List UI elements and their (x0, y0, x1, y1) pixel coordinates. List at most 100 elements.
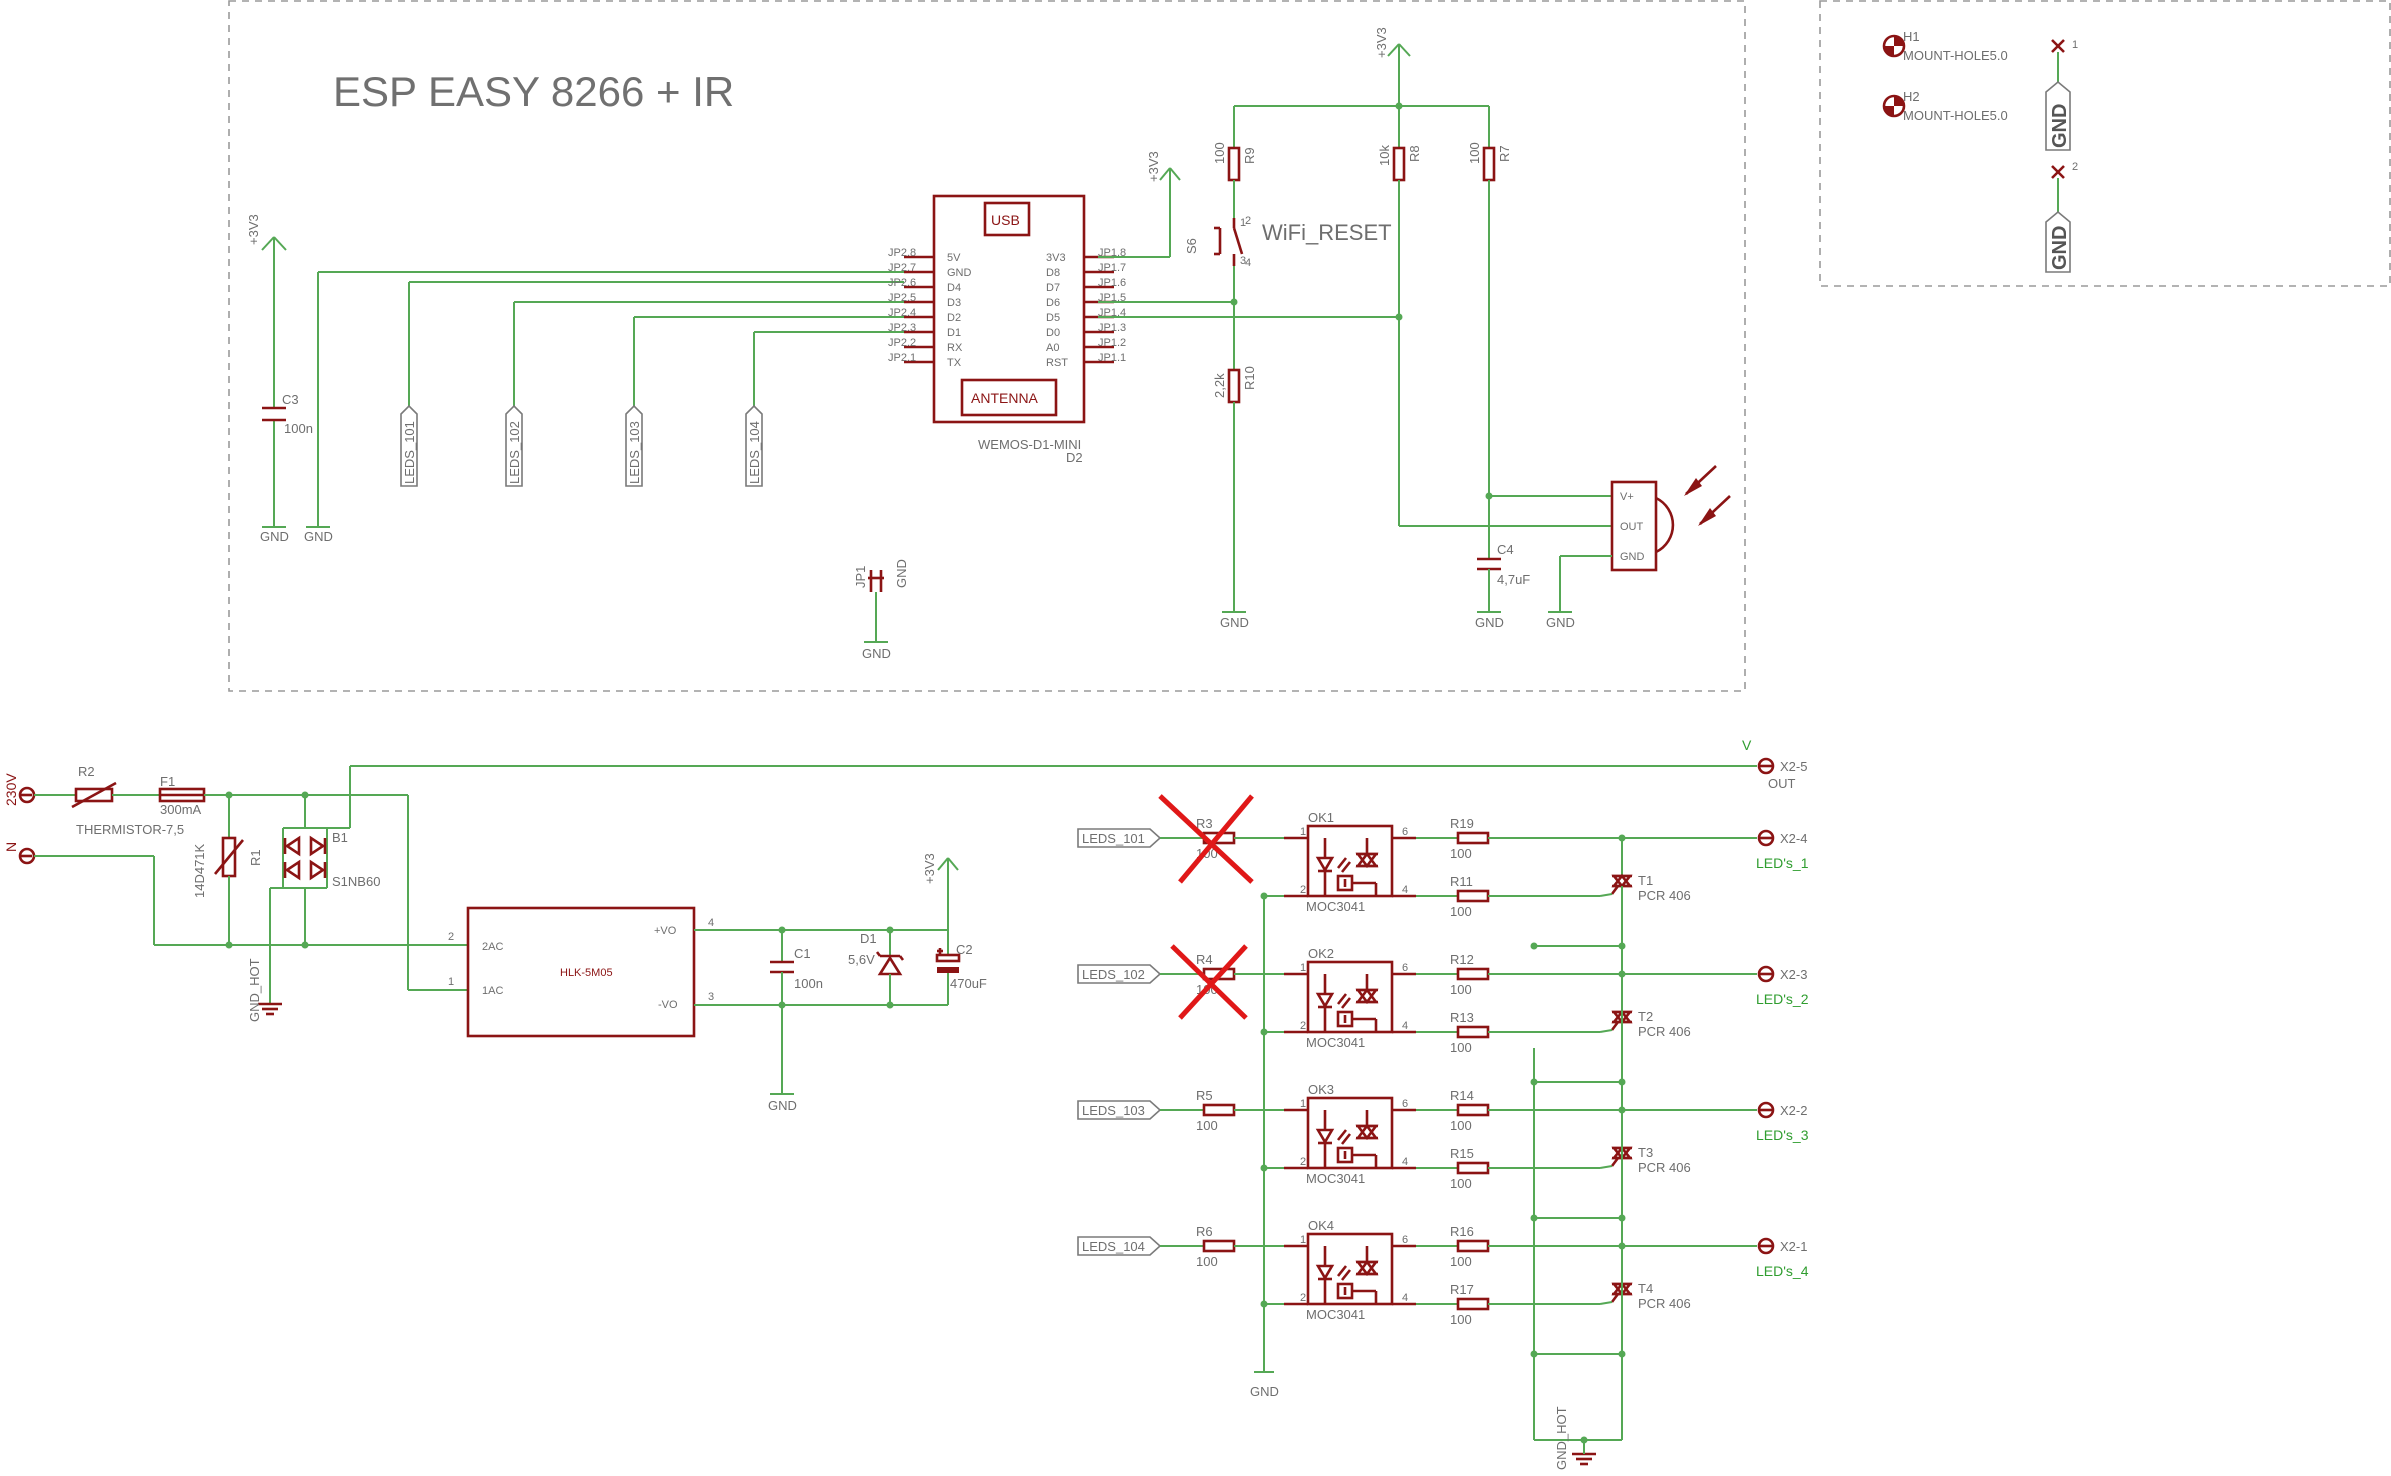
output-terminal[interactable] (1757, 829, 1775, 847)
pin-number: 1 (1300, 1098, 1306, 1110)
optocoupler-name: OK3 (1308, 1082, 1334, 1097)
input-resistor-value: 100 (1196, 1254, 1218, 1269)
x2-5-terminal[interactable]: X2-5 OUT (1757, 757, 1807, 791)
r1-varistor: R1 14D471K (192, 836, 263, 898)
svg-text:GND_HOT: GND_HOT (1554, 1406, 1569, 1470)
resistor-value: 100 (1450, 1312, 1472, 1327)
c4-capacitor: C4 4,7uF (1477, 542, 1530, 587)
svg-text:OUT: OUT (1620, 521, 1644, 533)
gate-resistor-bottom (1456, 889, 1490, 903)
svg-text:HLK-5M05: HLK-5M05 (560, 967, 613, 979)
svg-text:GND: GND (2049, 104, 2071, 148)
net-label-text: LEDS_104 (1082, 1239, 1145, 1254)
supply-3v3-wemos: +3V3 (1146, 151, 1181, 244)
pin-number: 4 (1402, 1156, 1408, 1168)
wemos-left-pin-id: JP2.2 (888, 337, 916, 349)
triac-name: T4 (1638, 1281, 1653, 1296)
svg-text:WiFi_RESET: WiFi_RESET (1262, 220, 1392, 245)
wemos-left-pin-id: JP2.6 (888, 277, 916, 289)
svg-text:R2: R2 (78, 764, 95, 779)
h2-mount-hole: H2 MOUNT-HOLE5.0 (1882, 89, 2008, 123)
optocoupler-type: MOC3041 (1306, 899, 1365, 914)
opto-channels: LEDS_101R3100OK1MOC30411264R19100R11100T… (1077, 794, 1809, 1358)
svg-text:JP1: JP1 (853, 566, 868, 588)
r9-resistor: 100 R9 (1212, 142, 1257, 182)
input-n-terminal[interactable]: N (3, 842, 36, 865)
supply-3v3-power: +3V3 (922, 853, 959, 884)
pin-number: 2 (1300, 1156, 1306, 1168)
net-label-leds-104: LEDS_104 (745, 404, 763, 487)
s6-wifi-reset-switch[interactable]: 1 3 2 4 S6 WiFi_RESET (1184, 215, 1392, 269)
svg-text:MOUNT-HOLE5.0: MOUNT-HOLE5.0 (1903, 108, 2008, 123)
wemos-right-pin-id: JP1.2 (1098, 337, 1126, 349)
svg-text:B1: B1 (332, 830, 348, 845)
svg-text:C2: C2 (956, 942, 973, 957)
optocoupler-type: MOC3041 (1306, 1171, 1365, 1186)
input-resistor-name: R6 (1196, 1224, 1213, 1239)
pin-number: 4 (1402, 884, 1408, 896)
net-label-leds-101 (1077, 828, 1162, 848)
schematic-title: ESP EASY 8266 + IR (333, 68, 734, 115)
output-terminal-name: X2-2 (1780, 1103, 1807, 1118)
hlk-5m05-module: HLK-5M05 2AC 1AC +VO -VO 2 1 4 3 (448, 906, 714, 1038)
gnd-hot-opto: GND_HOT (1554, 1406, 1596, 1470)
wemos-left-pin-id: JP2.8 (888, 247, 916, 259)
gnd-c1: GND (768, 1098, 797, 1113)
removed-resistor-marks (1158, 794, 1254, 1020)
svg-text:H1: H1 (1903, 29, 1920, 44)
resistor-name: R12 (1450, 952, 1474, 967)
svg-text:100: 100 (1212, 142, 1227, 164)
wemos-right-pin-name: D6 (1046, 297, 1060, 309)
gnd-hot-power: GND_HOT (247, 958, 282, 1022)
output-terminal[interactable] (1757, 965, 1775, 983)
gate-resistor-top (1456, 1103, 1490, 1117)
svg-text:GND_HOT: GND_HOT (247, 958, 262, 1022)
opto-channel-3: LEDS_103R5100OK3MOC30411264R14100R15100T… (1077, 1081, 1809, 1222)
input-resistor-name: R3 (1196, 816, 1213, 831)
wemos-right-pin-name: D8 (1046, 267, 1060, 279)
output-terminal[interactable] (1757, 1237, 1775, 1255)
svg-text:-VO: -VO (658, 999, 678, 1011)
wemos-right-pin-name: D5 (1046, 312, 1060, 324)
svg-text:C1: C1 (794, 946, 811, 961)
wemos-d1-mini: USB ANTENNA WEMOS-D1-MINI D2 (932, 194, 1086, 465)
output-terminal-name: X2-1 (1780, 1239, 1807, 1254)
c3-capacitor: C3 100n (262, 238, 313, 527)
svg-text:WEMOS-D1-MINI: WEMOS-D1-MINI (978, 437, 1081, 452)
svg-text:4: 4 (708, 917, 714, 929)
svg-text:S6: S6 (1184, 238, 1199, 254)
svg-text:GND: GND (862, 646, 891, 661)
pin-number: 6 (1402, 1098, 1408, 1110)
optocoupler-name: OK2 (1308, 946, 1334, 961)
pin-number: 2 (1300, 884, 1306, 896)
svg-text:V+: V+ (1620, 491, 1634, 503)
net-label-leds-103 (1077, 1100, 1162, 1120)
optocoupler-name: OK1 (1308, 810, 1334, 825)
output-terminal[interactable] (1757, 1101, 1775, 1119)
svg-text:LEDS_102: LEDS_102 (507, 421, 522, 484)
ir-receiver: V+ OUT GND (1610, 465, 1731, 572)
output-terminal-name: X2-4 (1780, 831, 1807, 846)
moc3041-optocoupler (1306, 824, 1394, 898)
svg-text:R10: R10 (1242, 366, 1257, 390)
svg-text:ANTENNA: ANTENNA (971, 390, 1039, 406)
svg-text:10k: 10k (1377, 145, 1392, 166)
resistor-name: R14 (1450, 1088, 1474, 1103)
svg-text:R9: R9 (1242, 147, 1257, 164)
resistor-name: R16 (1450, 1224, 1474, 1239)
wemos-left-pin-id: JP2.7 (888, 262, 916, 274)
main-frame (228, 0, 1746, 692)
wemos-left-pin-name: D4 (947, 282, 961, 294)
pin-number: 6 (1402, 1234, 1408, 1246)
pin-number: 1 (1300, 1234, 1306, 1246)
input-230v-terminal[interactable]: 230V (3, 773, 36, 806)
gnd-opto: GND (1250, 1384, 1279, 1399)
wemos-right-pin-name: 3V3 (1046, 252, 1066, 264)
triac-type: PCR 406 (1638, 1296, 1691, 1311)
net-label-leds-102 (1077, 964, 1162, 984)
svg-text:USB: USB (991, 212, 1020, 228)
svg-text:D1: D1 (860, 931, 877, 946)
svg-text:GND: GND (1620, 551, 1645, 563)
gate-resistor-top (1456, 831, 1490, 845)
